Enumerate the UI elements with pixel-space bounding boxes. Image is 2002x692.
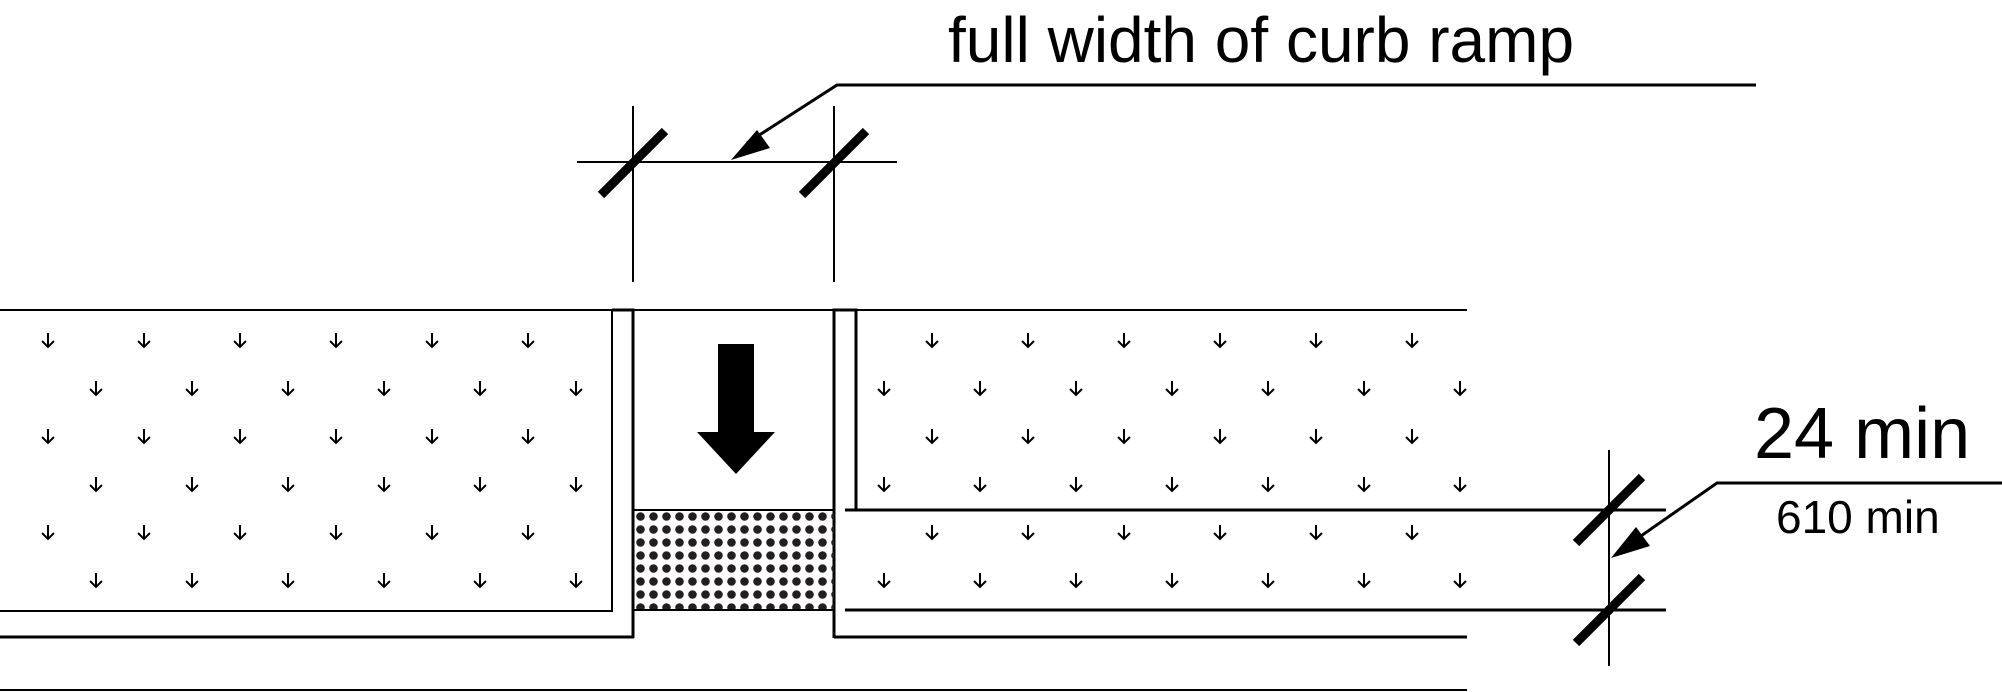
slope-arrow-mark <box>137 525 151 541</box>
slope-arrow-mark <box>425 333 439 349</box>
slope-arrow-mark <box>1261 477 1275 493</box>
dimension-metric-label: 610 min <box>1776 491 1940 543</box>
slope-arrow-mark <box>521 429 535 445</box>
slope-arrow-mark <box>281 477 295 493</box>
slope-arrow-mark <box>1309 333 1323 349</box>
slope-arrow-mark <box>41 429 55 445</box>
slope-direction-arrow <box>697 344 775 474</box>
slope-arrow-mark <box>1357 477 1371 493</box>
slope-arrow-mark <box>137 429 151 445</box>
warning-depth-dimension <box>1572 450 2002 666</box>
slope-arrow-mark <box>233 525 247 541</box>
slope-arrow-mark <box>89 381 103 397</box>
slope-arrow-mark <box>1021 525 1035 541</box>
slope-arrow-mark <box>569 381 583 397</box>
slope-arrow-mark <box>569 573 583 589</box>
slope-arrow-mark <box>1261 381 1275 397</box>
slope-arrow-mark <box>89 573 103 589</box>
slope-arrow-mark <box>1117 333 1131 349</box>
slope-arrow-mark <box>185 477 199 493</box>
slope-arrow-mark <box>1165 477 1179 493</box>
slope-arrow-mark <box>377 381 391 397</box>
slope-arrow-mark <box>1453 381 1467 397</box>
slope-arrow-mark <box>973 477 987 493</box>
slope-arrow-mark <box>1405 525 1419 541</box>
slope-arrow-mark <box>41 525 55 541</box>
slope-arrow-mark <box>329 525 343 541</box>
slope-arrow-mark <box>329 429 343 445</box>
slope-arrow-mark <box>473 573 487 589</box>
slope-arrow-mark <box>521 525 535 541</box>
slope-arrow-mark <box>1021 429 1035 445</box>
curb-ramp-run <box>634 344 834 611</box>
slope-arrow-mark <box>1165 573 1179 589</box>
slope-arrow-mark <box>1357 381 1371 397</box>
slope-arrow-mark <box>377 573 391 589</box>
right-flared-side <box>832 308 1666 638</box>
slope-arrow-mark <box>233 429 247 445</box>
slope-arrow-mark <box>1405 333 1419 349</box>
slope-arrow-mark <box>1021 333 1035 349</box>
slope-arrow-mark <box>425 429 439 445</box>
slope-arrow-mark <box>1309 525 1323 541</box>
slope-arrow-mark <box>1213 525 1227 541</box>
slope-arrow-mark <box>521 333 535 349</box>
slope-arrow-mark <box>1213 333 1227 349</box>
slope-arrow-mark <box>41 333 55 349</box>
slope-arrow-mark <box>1309 429 1323 445</box>
slope-arrow-mark <box>89 477 103 493</box>
slope-arrow-mark <box>877 573 891 589</box>
slope-arrow-mark <box>973 381 987 397</box>
ramp-width-dimension <box>577 83 1756 282</box>
slope-arrow-mark <box>425 525 439 541</box>
slope-arrow-mark <box>281 381 295 397</box>
right-slope-arrows <box>877 333 1467 589</box>
slope-arrow-mark <box>233 333 247 349</box>
curb-ramp-width-label: full width of curb ramp <box>948 4 1574 76</box>
slope-arrow-mark <box>973 573 987 589</box>
slope-arrow-mark <box>1213 429 1227 445</box>
slope-arrow-mark <box>1069 381 1083 397</box>
slope-arrow-mark <box>1453 477 1467 493</box>
slope-arrow-mark <box>1117 525 1131 541</box>
slope-arrow-mark <box>185 573 199 589</box>
slope-arrow-mark <box>1261 573 1275 589</box>
left-flared-side <box>0 308 635 638</box>
dimension-imperial-label: 24 min <box>1754 394 1970 474</box>
slope-arrow-mark <box>137 333 151 349</box>
slope-arrow-mark <box>925 333 939 349</box>
slope-arrow-mark <box>925 525 939 541</box>
slope-arrow-mark <box>1405 429 1419 445</box>
slope-arrow-mark <box>877 477 891 493</box>
slope-arrow-mark <box>1453 573 1467 589</box>
slope-arrow-mark <box>1357 573 1371 589</box>
slope-arrow-mark <box>473 477 487 493</box>
slope-arrow-mark <box>1165 381 1179 397</box>
slope-arrow-mark <box>281 573 295 589</box>
slope-arrow-mark <box>1117 429 1131 445</box>
slope-arrow-mark <box>473 381 487 397</box>
slope-arrow-mark <box>569 477 583 493</box>
slope-arrow-mark <box>1069 573 1083 589</box>
slope-arrow-mark <box>377 477 391 493</box>
slope-arrow-mark <box>925 429 939 445</box>
slope-arrow-mark <box>185 381 199 397</box>
slope-arrow-mark <box>329 333 343 349</box>
slope-arrow-mark <box>877 381 891 397</box>
slope-arrow-mark <box>1069 477 1083 493</box>
left-slope-arrows <box>41 333 583 589</box>
detectable-warning-surface <box>634 510 834 610</box>
